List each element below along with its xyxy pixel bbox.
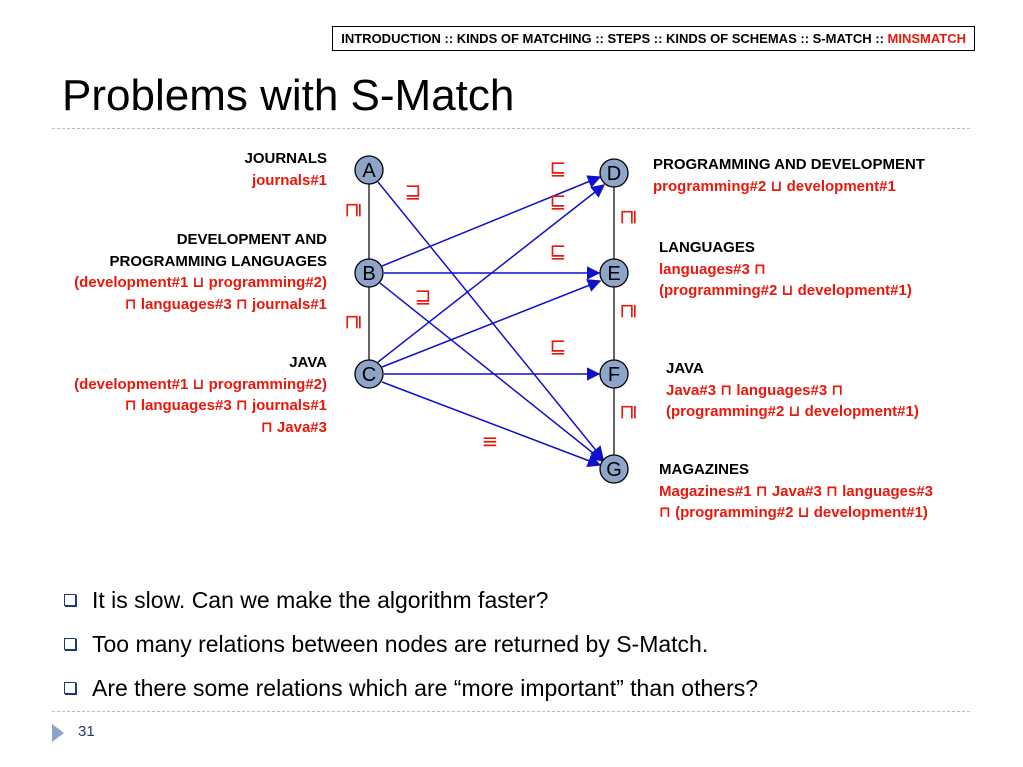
label-formula: ⊓ languages#3 ⊓ journals#1 — [124, 397, 327, 414]
node-d-circle — [599, 158, 629, 188]
relation-symbol-edge: ⊑ — [550, 189, 567, 213]
label-programming-and-development: PROGRAMMING AND DEVELOPMENT programming#… — [653, 154, 925, 197]
nav-separator: :: — [796, 31, 813, 46]
nav-item-introduction[interactable]: INTRODUCTION — [341, 31, 441, 46]
relation-symbol-edge: ⊒ — [405, 179, 422, 203]
label-java-left: JAVA (development#1 ⊔ programming#2) ⊓ l… — [74, 352, 327, 438]
node-b-label: B — [362, 263, 375, 285]
footer-divider — [52, 711, 970, 712]
breadcrumb-nav: INTRODUCTION :: KINDS OF MATCHING :: STE… — [332, 26, 975, 51]
node-b-circle — [354, 258, 384, 288]
nav-item-kinds-of-schemas[interactable]: KINDS OF SCHEMAS — [666, 31, 797, 46]
nav-separator: :: — [871, 31, 888, 46]
label-formula: (programming#2 ⊔ development#1) — [666, 403, 919, 420]
bullet-item: Too many relations between nodes are ret… — [64, 622, 758, 666]
label-name: LANGUAGES — [659, 239, 755, 256]
relation-symbol-edge: ≡ — [482, 429, 499, 453]
slide-title: Problems with S-Match — [62, 71, 515, 120]
label-formula: programming#2 ⊔ development#1 — [653, 177, 896, 195]
match-edge-c-g — [381, 381, 602, 467]
bullet-text: It is slow. Can we make the algorithm fa… — [92, 587, 549, 613]
label-name: PROGRAMMING LANGUAGES — [109, 252, 328, 270]
triangle-arrow-icon — [52, 724, 64, 742]
node-f: F — [599, 359, 629, 389]
node-a-circle — [354, 155, 384, 185]
relation-symbol-f-g: ⊒ — [615, 404, 639, 421]
label-magazines: MAGAZINES Magazines#1 ⊓ Java#3 ⊓ languag… — [659, 459, 933, 524]
title-divider — [52, 128, 970, 129]
match-edge-c-d — [377, 184, 606, 363]
bullet-text: Are there some relations which are “more… — [92, 675, 759, 701]
label-name: JAVA — [666, 360, 704, 377]
nav-separator: :: — [440, 31, 457, 46]
label-name: MAGAZINES — [659, 461, 749, 478]
node-d-label: D — [607, 163, 621, 185]
page-number: 31 — [78, 723, 95, 740]
checkbox-bullet-icon — [64, 594, 76, 606]
label-formula: ⊓ languages#3 ⊓ journals#1 — [124, 295, 327, 313]
checkbox-bullet-icon — [64, 638, 76, 650]
label-dev-prog-languages: DEVELOPMENT AND PROGRAMMING LANGUAGES (d… — [74, 229, 327, 315]
label-java-right: JAVA Java#3 ⊓ languages#3 ⊓ (programming… — [666, 358, 919, 423]
node-g-label: G — [606, 459, 622, 481]
label-formula: Magazines#1 ⊓ Java#3 ⊓ languages#3 — [659, 482, 934, 500]
label-formula: Java#3 ⊓ languages#3 ⊓ — [666, 381, 844, 399]
label-journals: JOURNALS journals#1 — [244, 148, 327, 191]
checkbox-bullet-icon — [64, 682, 76, 694]
nav-item-minsmatch[interactable]: MINSMATCH — [887, 31, 966, 46]
node-c-label: C — [362, 364, 376, 386]
bullet-item: It is slow. Can we make the algorithm fa… — [64, 578, 758, 622]
relation-symbol-e-f: ⊒ — [615, 303, 639, 320]
relation-symbol-d-e: ⊒ — [615, 209, 639, 226]
bullet-list: It is slow. Can we make the algorithm fa… — [64, 578, 758, 710]
label-formula: journals#1 — [251, 171, 327, 189]
match-edge-b-g — [379, 282, 605, 462]
node-a-label: A — [362, 160, 376, 182]
node-c-circle — [354, 359, 384, 389]
relation-symbol-edge: ⊒ — [415, 284, 432, 308]
label-formula: (programming#2 ⊔ development#1) — [659, 282, 912, 299]
node-e-circle — [599, 258, 629, 288]
relation-symbol-b-c: ⊒ — [340, 314, 364, 331]
bullet-item: Are there some relations which are “more… — [64, 666, 758, 710]
node-d: D — [599, 158, 629, 188]
nav-item-s-match[interactable]: S-MATCH — [812, 31, 872, 46]
nav-separator: :: — [650, 31, 667, 46]
label-name: PROGRAMMING AND DEVELOPMENT — [653, 156, 925, 173]
node-f-label: F — [608, 364, 620, 386]
node-a: A — [354, 155, 384, 185]
node-e-label: E — [607, 263, 620, 285]
relation-symbol-edge: ⊑ — [550, 156, 567, 180]
label-name: DEVELOPMENT AND — [176, 231, 327, 248]
relation-symbol-a-b: ⊒ — [340, 202, 364, 219]
label-name: JAVA — [289, 354, 327, 371]
label-formula: (development#1 ⊔ programming#2) — [74, 375, 327, 393]
match-edge-b-d — [381, 175, 602, 267]
node-f-circle — [599, 359, 629, 389]
node-g: G — [599, 454, 629, 484]
label-name: JOURNALS — [244, 150, 327, 167]
relation-symbol-edge: ⊑ — [550, 334, 567, 358]
bullet-text: Too many relations between nodes are ret… — [92, 631, 709, 657]
match-edge-c-e — [381, 279, 602, 368]
nav-item-kinds-of-matching[interactable]: KINDS OF MATCHING — [456, 31, 592, 46]
label-formula: languages#3 ⊓ — [659, 260, 766, 278]
label-formula: ⊓ (programming#2 ⊔ development#1) — [659, 504, 928, 521]
relation-symbol-edge: ⊑ — [550, 239, 567, 263]
match-edge-a-g — [377, 181, 604, 461]
label-formula: (development#1 ⊔ programming#2) — [74, 274, 327, 291]
node-g-circle — [599, 454, 629, 484]
nav-item-steps[interactable]: STEPS — [607, 31, 651, 46]
label-formula: ⊓ Java#3 — [260, 418, 327, 436]
nav-separator: :: — [591, 31, 608, 46]
node-b: B — [354, 258, 384, 288]
label-languages: LANGUAGES languages#3 ⊓ (programming#2 ⊔… — [659, 237, 912, 302]
node-e: E — [599, 258, 629, 288]
node-c: C — [354, 359, 384, 389]
